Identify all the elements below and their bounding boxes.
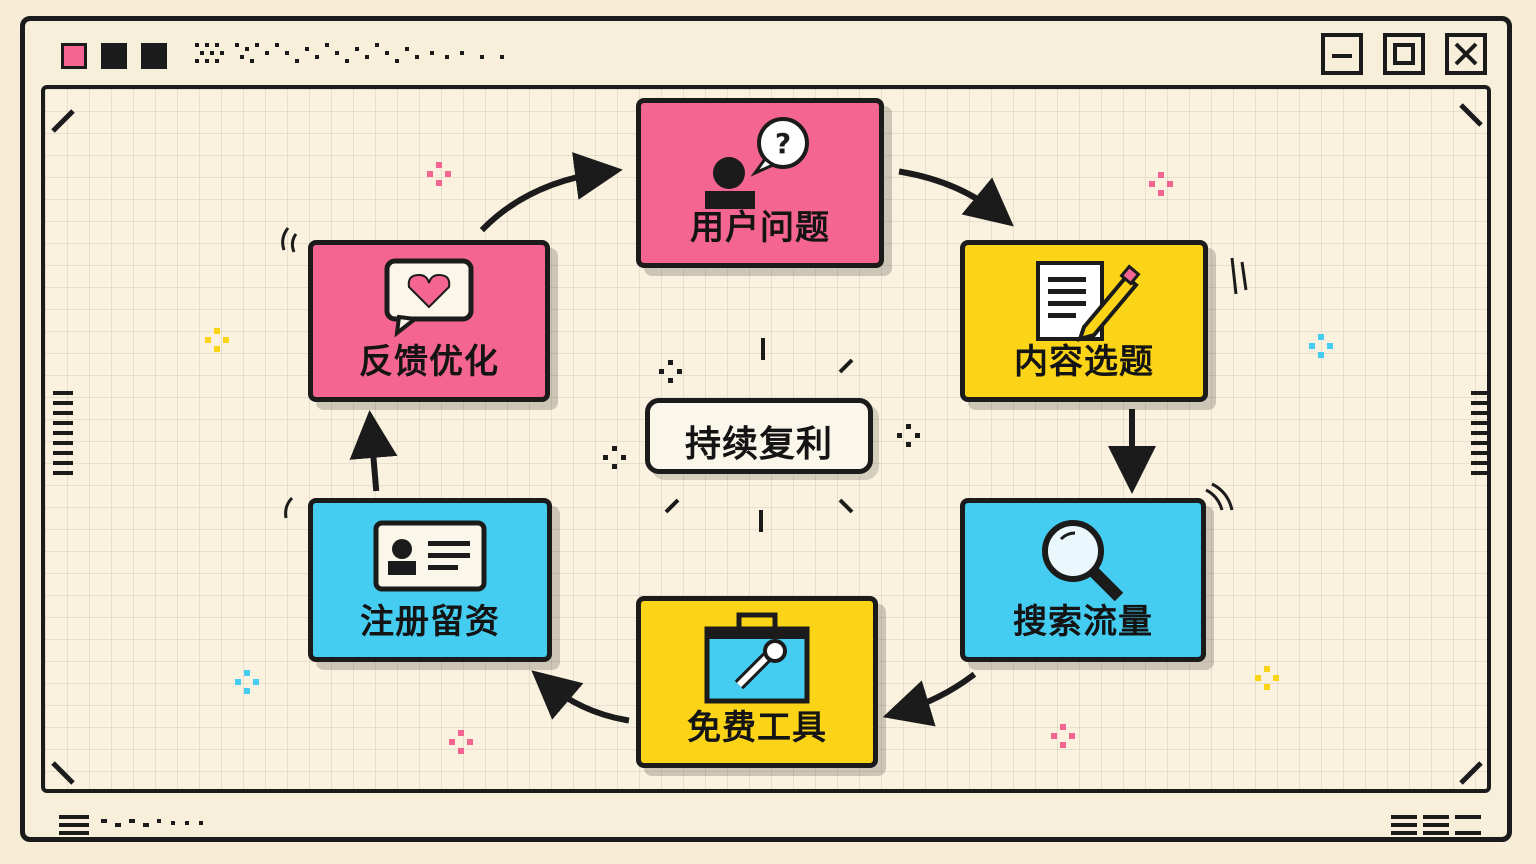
center-label: 持续复利 — [684, 424, 833, 465]
arrow-signup-leads-to-feedback-optimize — [349, 410, 398, 492]
close-button[interactable] — [1445, 33, 1487, 75]
toolbox-wrench-icon — [704, 612, 810, 704]
node-feedback-optimize[interactable]: 反馈优化 — [308, 240, 550, 402]
maximize-icon — [1393, 43, 1415, 65]
node-label: 反馈优化 — [359, 342, 499, 382]
node-signup-leads[interactable]: 注册留资 — [308, 498, 552, 662]
node-search-traffic[interactable]: 搜索流量 — [960, 498, 1206, 662]
node-label: 注册留资 — [360, 602, 500, 642]
sparkle-decorations — [205, 162, 1333, 754]
id-card-icon — [373, 520, 487, 592]
arrow-search-traffic-to-free-tools — [882, 671, 977, 727]
node-label: 内容选题 — [1014, 342, 1154, 382]
minimize-button[interactable] — [1321, 33, 1363, 75]
arrow-free-tools-to-signup-leads — [531, 670, 630, 724]
node-label: 用户问题 — [690, 208, 830, 248]
title-dot-black — [101, 43, 127, 69]
arrow-user-question-to-content-topic — [898, 168, 1014, 227]
document-pencil-icon — [1036, 261, 1141, 342]
close-icon — [1454, 42, 1478, 66]
title-dot-pink — [61, 43, 87, 69]
node-content-topic[interactable]: 内容选题 — [960, 240, 1208, 402]
title-dither-pattern — [195, 43, 504, 63]
title-bar — [25, 21, 1507, 85]
node-user-question[interactable]: ? 用户问题 — [636, 98, 884, 268]
arrow-feedback-optimize-to-user-question — [479, 152, 623, 233]
minimize-icon — [1332, 54, 1352, 58]
user-question-icon: ? — [705, 117, 809, 209]
node-label: 免费工具 — [687, 708, 827, 748]
magnifier-icon — [1042, 520, 1124, 602]
maximize-button[interactable] — [1383, 33, 1425, 75]
node-free-tools[interactable]: 免费工具 — [636, 596, 878, 768]
heart-message-icon — [384, 258, 474, 337]
svg-text:?: ? — [775, 127, 791, 160]
center-hub[interactable]: 持续复利 — [645, 398, 873, 474]
node-label: 搜索流量 — [1013, 602, 1153, 642]
title-dot-black — [141, 43, 167, 69]
